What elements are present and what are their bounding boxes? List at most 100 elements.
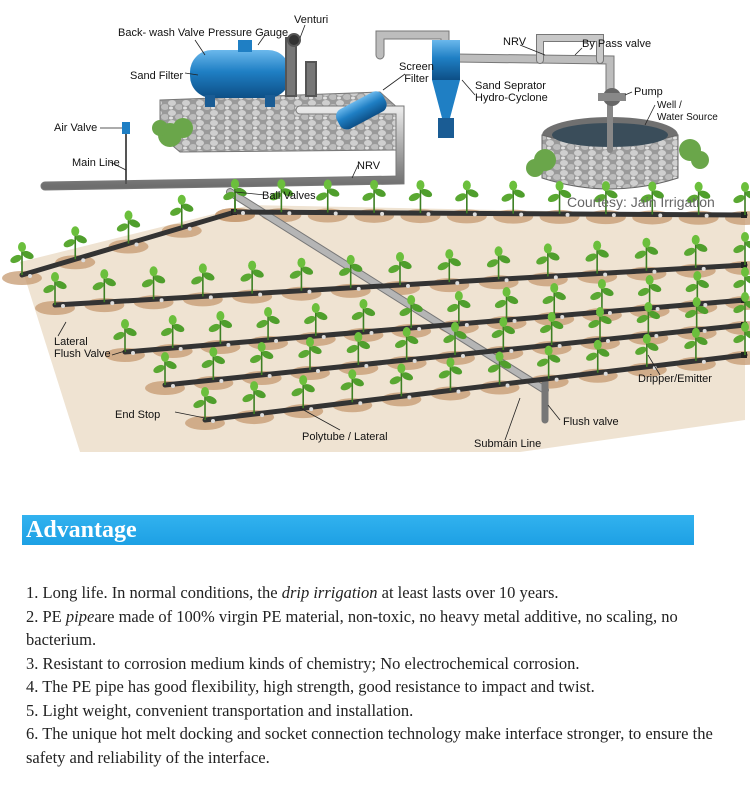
dripper-emitter — [701, 359, 706, 364]
dripper-emitter — [407, 395, 412, 400]
dripper-emitter — [654, 334, 659, 338]
label-polytube: Polytube / Lateral — [302, 431, 388, 443]
plant — [685, 297, 709, 330]
dripper-emitter — [704, 213, 709, 218]
plant — [635, 333, 659, 367]
dripper-emitter — [358, 401, 363, 406]
dripper-emitter — [472, 212, 477, 217]
plant — [153, 352, 177, 385]
dripper-emitter — [702, 329, 707, 333]
dripper-emitter — [380, 211, 385, 216]
dripper-emitter — [287, 211, 292, 216]
label-well-line1: Well / — [657, 100, 682, 111]
label-ball-valves: Ball Valves — [262, 190, 316, 202]
callout-lines — [57, 24, 661, 441]
label-courtesy: Courtesy: Jain Irrigation — [567, 194, 715, 210]
plant — [636, 302, 660, 335]
dripper-emitter — [658, 213, 663, 218]
dripper-emitter — [321, 335, 326, 339]
plant — [389, 363, 413, 397]
dripper-emitter — [131, 351, 135, 355]
plant — [201, 347, 225, 380]
dripper-emitter — [456, 389, 461, 394]
dripper-emitter — [565, 212, 570, 217]
label-well: Well / Water Source — [657, 100, 718, 124]
plant — [687, 181, 711, 215]
plant — [339, 254, 363, 288]
dripper-emitter — [509, 349, 514, 353]
dripper-emitter — [607, 311, 612, 315]
label-venturi: Venturi — [294, 14, 329, 26]
dripper-emitter — [316, 369, 320, 373]
plant — [250, 342, 274, 375]
dripper-emitter — [369, 331, 374, 335]
dripper-emitter — [652, 269, 657, 274]
plant — [536, 243, 560, 277]
plant — [733, 322, 750, 355]
plant — [193, 387, 217, 420]
drip-irrigation-diagram: Back- wash Valve Pressure Gauge Venturi … — [2, 14, 750, 452]
plant — [542, 283, 566, 316]
dripper-emitter — [461, 354, 465, 358]
plant — [170, 194, 194, 228]
plant — [316, 179, 340, 213]
advantage-item: 6. The unique hot melt docking and socke… — [26, 724, 713, 767]
label-screen-filter: Screen Filter — [399, 61, 434, 85]
label-sand-separator-line2: Hydro-Cyclone — [475, 92, 548, 104]
plant — [684, 234, 708, 268]
lateral-pipe — [232, 209, 748, 218]
end-stop — [741, 262, 747, 268]
dripper-emitter — [553, 275, 558, 280]
dripper-emitter — [560, 315, 565, 319]
air-valve-body — [122, 122, 130, 134]
screen-filter — [336, 91, 387, 130]
plant — [447, 291, 471, 324]
label-air-valve: Air Valve — [54, 122, 98, 134]
plant — [256, 307, 280, 340]
plant — [634, 237, 659, 271]
dripper-emitter — [504, 278, 509, 283]
plant — [240, 260, 264, 294]
dripper-emitter — [226, 343, 231, 347]
plant — [537, 345, 561, 379]
label-screen-filter-line1: Screen — [399, 61, 434, 73]
dripper-emitter — [603, 371, 608, 376]
label-nrv-top: NRV — [503, 36, 527, 48]
end-stop — [741, 212, 747, 218]
dripper-emitter — [211, 419, 215, 423]
advantage-item: 2. PE pipeare made of 100% virgin PE mat… — [26, 606, 678, 650]
plant — [640, 181, 664, 215]
plant — [733, 267, 750, 300]
plant — [291, 375, 315, 409]
plant — [191, 263, 215, 297]
dripper-emitter — [208, 295, 213, 300]
plants — [10, 179, 750, 420]
plant — [116, 210, 141, 244]
label-pressure-gauge: Pressure Gauge — [208, 27, 289, 39]
plant — [733, 292, 750, 325]
plant — [362, 179, 386, 213]
plant — [408, 180, 433, 214]
plant — [586, 339, 610, 373]
plant — [684, 327, 708, 361]
dripper-emitter — [603, 272, 608, 277]
label-sand-separator: Sand Seprator Hydro-Cyclone — [475, 80, 548, 104]
dripper-emitter — [260, 413, 265, 418]
plant — [437, 249, 461, 283]
dripper-emitter — [652, 365, 657, 370]
dripper-emitter — [274, 339, 279, 343]
dripper-emitter — [110, 301, 115, 306]
dripper-emitter — [171, 384, 175, 388]
plant — [443, 322, 467, 355]
bushes — [152, 118, 709, 177]
dripper-emitter — [554, 377, 559, 382]
plant — [269, 179, 293, 213]
plant — [92, 269, 116, 303]
dripper-emitter — [606, 339, 610, 343]
advantage-item: 4. The PE pipe has good flexibility, hig… — [26, 677, 595, 696]
label-screen-filter-line2: Filter — [404, 73, 429, 85]
plant — [487, 351, 512, 385]
label-pump: Pump — [634, 86, 663, 98]
label-dripper: Dripper/Emitter — [638, 373, 712, 385]
dripper-emitter — [519, 212, 524, 217]
